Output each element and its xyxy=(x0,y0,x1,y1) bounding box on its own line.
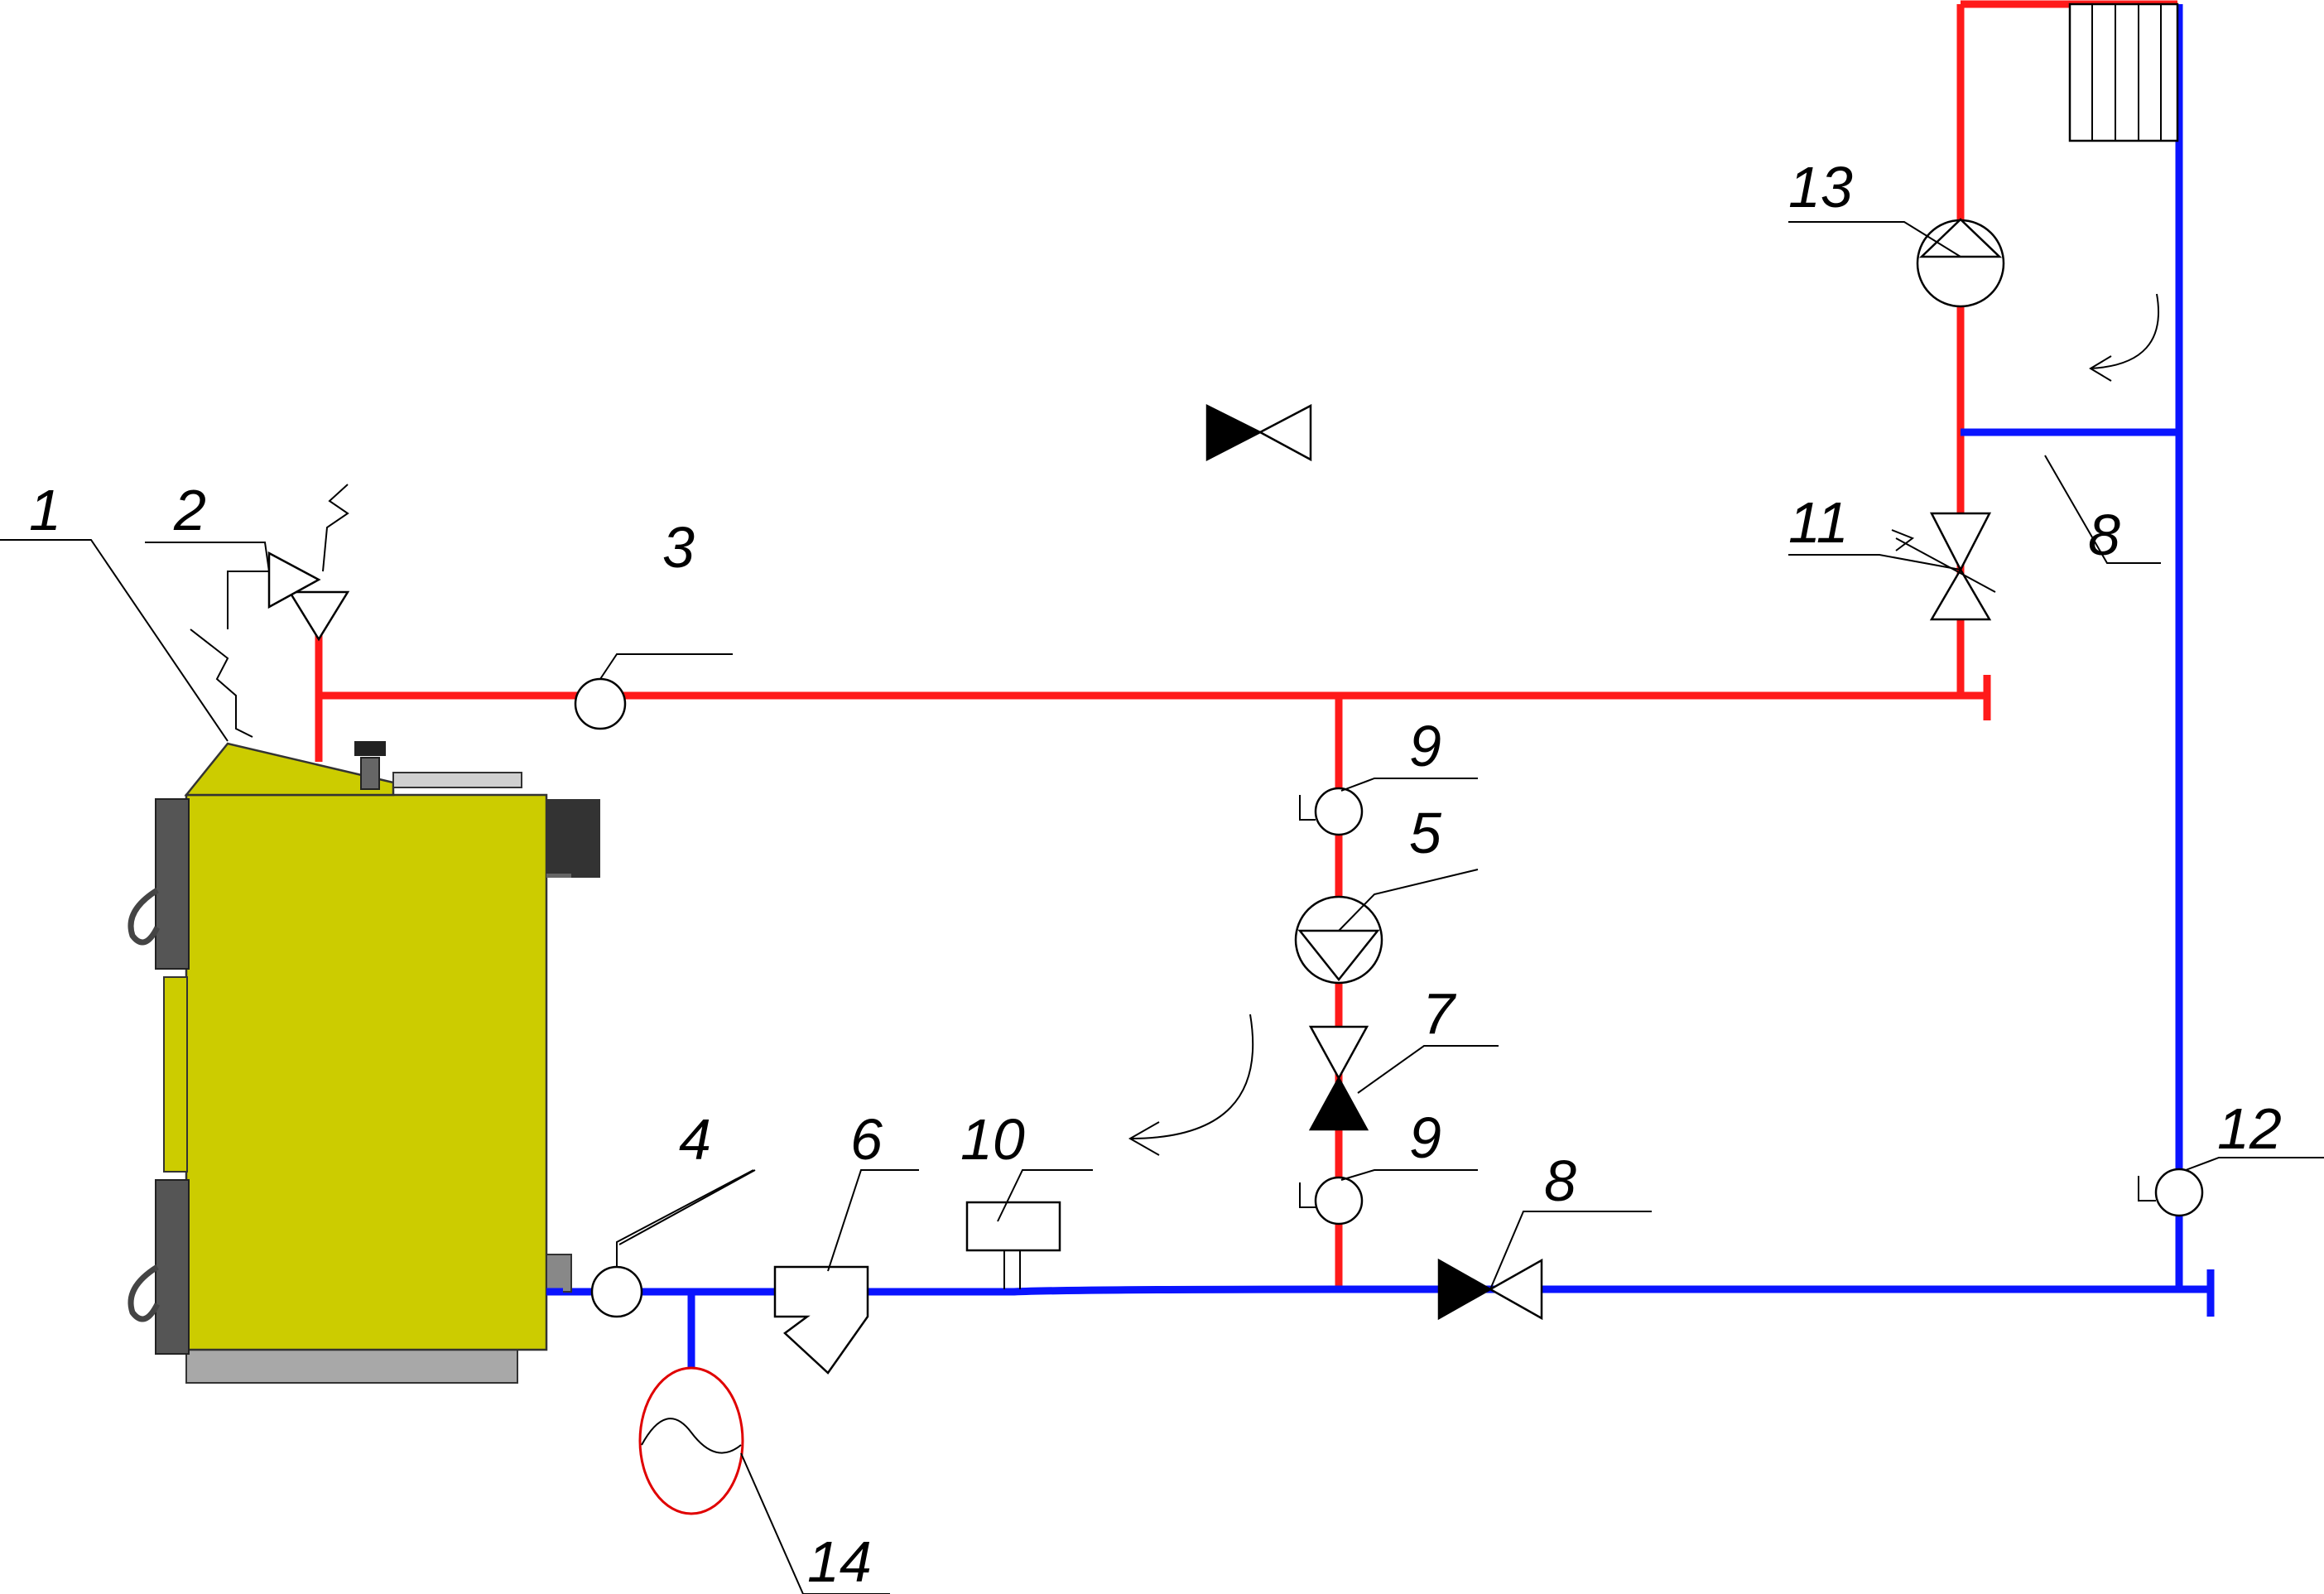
label-thermometer-bypass-top: 9 xyxy=(1409,714,1441,778)
boiler-body xyxy=(185,793,548,1351)
label-thermometer-supply: 3 xyxy=(662,515,695,580)
thermometer-return xyxy=(590,1169,756,1318)
thermometer-heater-return xyxy=(2138,1157,2324,1217)
boiler-upper-door xyxy=(155,798,190,970)
label-three-way-valve: 11 xyxy=(1788,490,1849,555)
thermometer-bypass-top xyxy=(1299,778,1478,836)
label-ball-valve-heater: 8 xyxy=(2088,503,2120,567)
pump-heater xyxy=(1788,218,2005,308)
safety-valve xyxy=(190,484,350,738)
control-unit xyxy=(965,1169,1093,1289)
thermometer-bypass-bottom xyxy=(1299,1169,1478,1226)
expansion-tank xyxy=(638,1366,890,1594)
flow-arrow-heater xyxy=(2089,293,2160,382)
boiler-return-nozzle xyxy=(546,1254,572,1293)
ball-valve-heater xyxy=(1205,403,2161,564)
label-thermometer-heater-return: 12 xyxy=(2217,1096,2282,1161)
label-filter: 6 xyxy=(850,1107,883,1172)
supply-pipes xyxy=(315,0,2177,1292)
label-check-valve: 7 xyxy=(1422,981,1457,1046)
safety-valve-lower-triangle xyxy=(287,590,350,642)
safety-valve-leader xyxy=(145,542,270,572)
label-pump-bypass: 5 xyxy=(1409,801,1442,865)
boiler-middle-panel xyxy=(163,976,188,1173)
boiler-lower-door xyxy=(155,1179,190,1355)
safety-valve-drain xyxy=(190,628,253,738)
boiler xyxy=(128,741,600,1384)
safety-valve-spring xyxy=(322,484,349,572)
label-thermometer-return: 4 xyxy=(679,1107,711,1172)
safety-valve-outlet xyxy=(227,571,269,629)
boiler-sensor-cap xyxy=(354,741,386,756)
label-control-unit: 10 xyxy=(960,1107,1025,1172)
three-way-valve xyxy=(1788,512,1996,621)
upper-door-handle xyxy=(128,888,161,946)
label-pump-heater: 13 xyxy=(1788,155,1853,219)
boiler-leader xyxy=(0,539,229,742)
label-expansion-tank: 14 xyxy=(807,1529,872,1594)
boiler-top-lid xyxy=(392,772,522,788)
safety-valve-side-triangle xyxy=(267,551,321,609)
label-safety-valve: 2 xyxy=(173,478,206,542)
ball-valve-return xyxy=(1437,1211,1652,1321)
return-pipes xyxy=(563,4,2215,1370)
lower-door-handle xyxy=(128,1264,161,1322)
filter xyxy=(773,1169,919,1375)
label-ball-valve-return: 8 xyxy=(1544,1149,1576,1213)
radiator xyxy=(2068,2,2179,142)
flow-arrow-bypass xyxy=(1128,1014,1254,1156)
boiler-flue xyxy=(546,799,600,878)
label-boiler: 1 xyxy=(29,478,61,542)
boiler-base xyxy=(185,1345,518,1384)
check-valve xyxy=(1308,1025,1499,1131)
thermometer-supply xyxy=(574,653,733,730)
boiler-sensor xyxy=(360,757,380,790)
pump-bypass xyxy=(1294,869,1479,985)
main-return-pipe xyxy=(563,1285,2211,1296)
label-thermometer-bypass-bottom: 9 xyxy=(1409,1105,1441,1170)
